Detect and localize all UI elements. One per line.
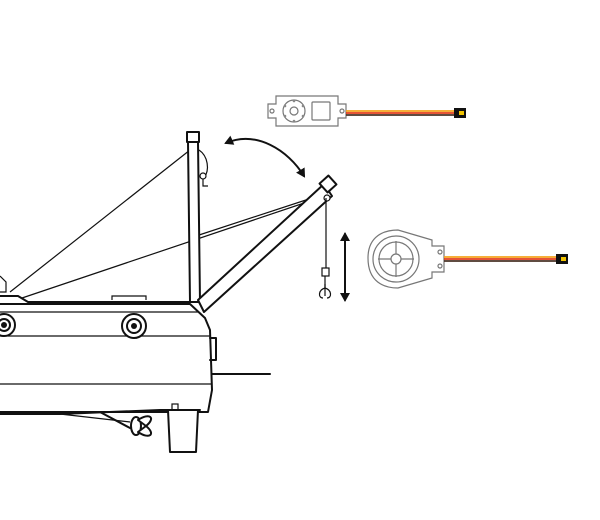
crane-boom: [197, 174, 338, 313]
boom-swing-arrow: [224, 135, 306, 178]
boat-hull: [0, 275, 271, 453]
wheel-icon: [0, 313, 16, 337]
winch-wire-icon: [444, 256, 556, 262]
rigging-lines: [9, 149, 326, 299]
propeller-icon: [130, 415, 153, 437]
crane-hook-icon: [318, 267, 332, 299]
winch-connector-icon: [556, 254, 568, 264]
rudder: [167, 409, 199, 453]
servo-icon: [267, 95, 347, 127]
winch-servo: [367, 229, 568, 289]
servo-wire-icon: [346, 110, 454, 116]
wheel-icon: [121, 313, 147, 339]
crane-mast: [186, 131, 209, 303]
servo-motor: [267, 95, 466, 127]
servo-connector-icon: [454, 108, 466, 118]
prop-shaft: [99, 411, 131, 429]
